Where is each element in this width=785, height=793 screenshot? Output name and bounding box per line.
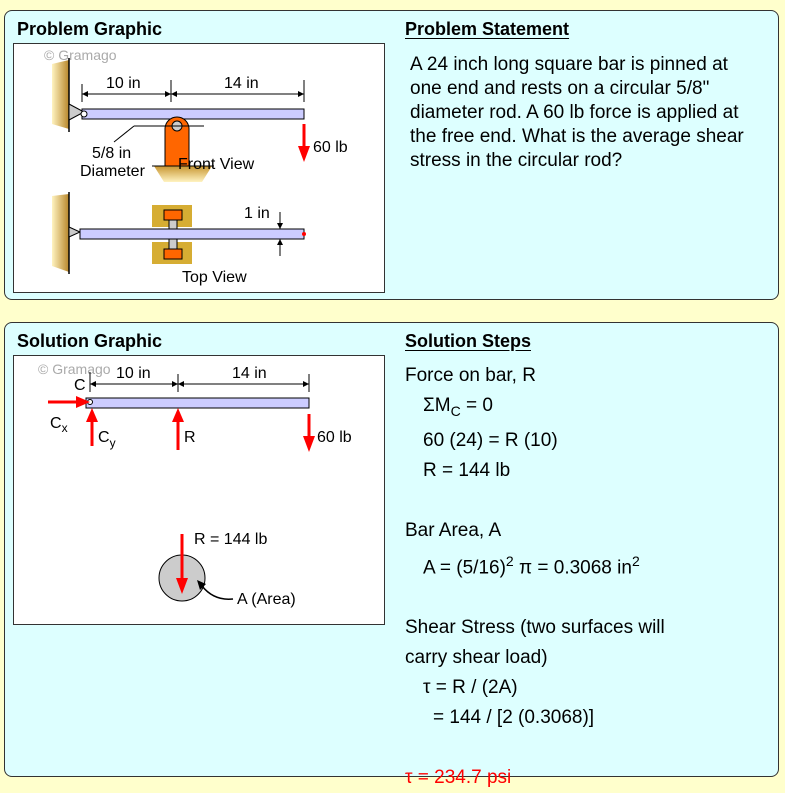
- cy-label: Cy: [98, 429, 116, 450]
- step1-equation: 60 (24) = R (10): [423, 429, 558, 451]
- wall-top: [52, 194, 69, 272]
- watermark: © Gramago: [44, 47, 117, 63]
- problem-statement-title: Problem Statement: [405, 19, 570, 39]
- solution-graphic-title: Solution Graphic: [17, 331, 163, 351]
- thickness-label: 1 in: [244, 205, 270, 222]
- step3-title-2: carry shear load): [405, 647, 548, 669]
- dim-left: 10 in: [116, 365, 151, 382]
- problem-statement: A 24 inch long square bar is pinned at o…: [410, 54, 744, 171]
- pin-label: C: [74, 377, 86, 394]
- bar: [85, 397, 310, 409]
- solution-diagram: © Gramago 10 in 14 in C Cx Cy R: [38, 361, 352, 608]
- solution-graphic: © Gramago 10 in 14 in C Cx Cy R: [13, 355, 385, 625]
- step2-equation: A = (5/16)2 π = 0.3068 in2: [423, 552, 640, 579]
- bar-front: [81, 108, 305, 120]
- r-label: R: [184, 429, 196, 446]
- problem-panel: Problem Graphic Problem Statement © Gram…: [4, 10, 779, 300]
- step1-title: Force on bar, R: [405, 365, 536, 386]
- step1-result: R = 144 lb: [423, 459, 511, 481]
- force-label: 60 lb: [313, 139, 348, 156]
- cx-label: Cx: [50, 415, 68, 435]
- problem-graphic-title: Problem Graphic: [17, 19, 163, 39]
- step3-equation-1: τ = R / (2A): [423, 677, 518, 699]
- watermark: © Gramago: [38, 361, 111, 377]
- bar-top: [79, 228, 305, 240]
- problem-diagram: © Gramago 10 in 14 in 5/8 in: [44, 47, 348, 286]
- final-answer: τ = 234.7 psi: [405, 767, 512, 789]
- pin-support-icon: [68, 103, 86, 121]
- step3-title-1: Shear Stress (two surfaces will: [405, 617, 665, 639]
- rod-label-2: Diameter: [80, 163, 146, 180]
- top-view-label: Top View: [182, 269, 247, 286]
- r-value-label: R = 144 lb: [194, 531, 267, 548]
- area-label: A (Area): [237, 591, 296, 608]
- step2-title: Bar Area, A: [405, 519, 502, 541]
- step3-equation-2: = 144 / [2 (0.3068)]: [433, 707, 595, 729]
- problem-graphic: © Gramago 10 in 14 in 5/8 in: [13, 43, 385, 293]
- step1-sum: ΣMC = 0: [423, 395, 493, 419]
- solution-steps: Force on bar, R ΣMC = 0 60 (24) = R (10)…: [405, 361, 665, 793]
- front-view-label: Front View: [178, 156, 255, 173]
- solution-panel: Solution Graphic Solution Steps © Gramag…: [4, 322, 779, 788]
- dim-right: 14 in: [232, 365, 267, 382]
- dim-left: 10 in: [106, 75, 141, 92]
- force-label: 60 lb: [317, 429, 352, 446]
- dim-right: 14 in: [224, 75, 259, 92]
- wall-front: [52, 60, 69, 129]
- rod-label-1: 5/8 in: [92, 145, 131, 162]
- solution-steps-title: Solution Steps: [405, 331, 531, 351]
